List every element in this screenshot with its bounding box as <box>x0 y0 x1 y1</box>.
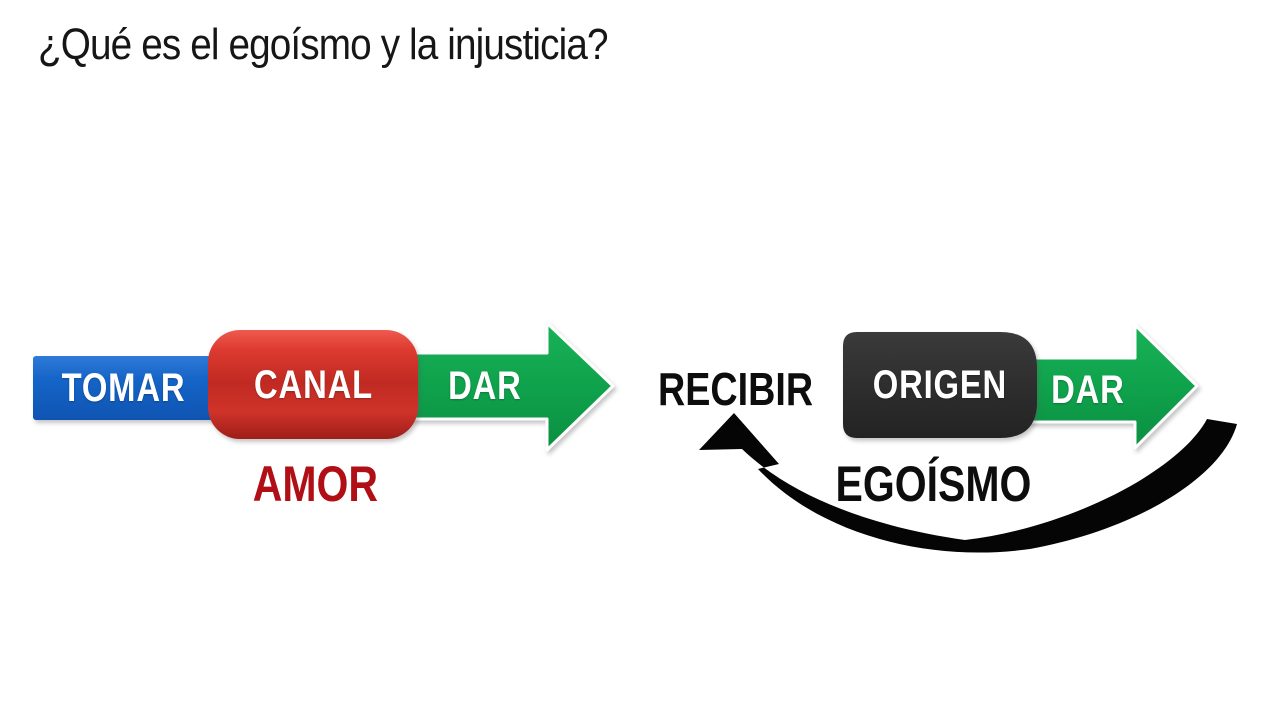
love-flow-diagram <box>33 321 615 452</box>
slide-title: ¿Qué es el egoísmo y la injusticia? <box>38 20 609 69</box>
egoism-flow-diagram <box>699 323 1237 553</box>
channel-cylinder <box>208 330 418 439</box>
give-arrow-right <box>1018 323 1199 450</box>
origin-box <box>843 332 1037 438</box>
give-arrow <box>398 321 615 452</box>
curved-return-arrow <box>699 413 1237 553</box>
